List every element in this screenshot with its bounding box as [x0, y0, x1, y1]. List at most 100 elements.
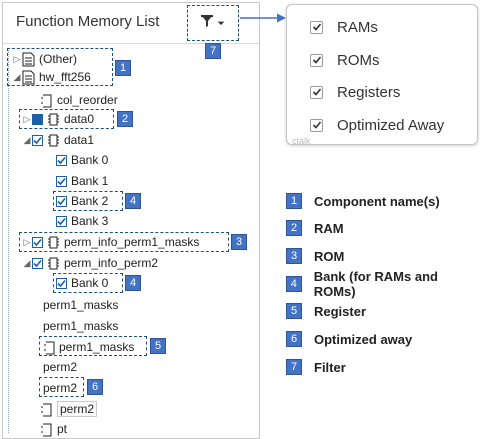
legend-text: ROM: [314, 248, 345, 264]
filter-option-label: Registers: [337, 83, 401, 101]
collapse-arrow-icon[interactable]: ◢: [13, 71, 21, 82]
checkbox[interactable]: [310, 118, 323, 132]
tree-label: perm1_masks: [43, 298, 119, 312]
tree-label: perm1_masks: [59, 340, 135, 354]
filter-button[interactable]: [187, 5, 239, 41]
chip-icon: [47, 256, 60, 271]
checkbox[interactable]: [310, 53, 323, 67]
badge-7: 7: [205, 43, 221, 59]
tree-row-pt[interactable]: pt: [40, 420, 67, 438]
tree-row-bank0[interactable]: Bank 0: [56, 151, 108, 169]
legend-badge: 1: [286, 193, 302, 209]
tree-row-perm2-b[interactable]: perm2: [43, 379, 77, 397]
checkbox[interactable]: [56, 215, 67, 227]
tree-row-bank3[interactable]: Bank 3: [56, 212, 108, 230]
checkbox[interactable]: [56, 277, 67, 289]
tree-label: col_reorder: [57, 93, 118, 107]
checkbox[interactable]: [32, 134, 43, 146]
tree-label: (Other): [39, 52, 78, 66]
filter-icon: [201, 14, 213, 32]
chip-icon: [47, 133, 60, 148]
badge-1: 1: [115, 60, 131, 76]
callout-box-2: [19, 109, 114, 129]
tree-row-other[interactable]: ▷ (Other): [12, 50, 77, 68]
callout-box-1: [7, 48, 113, 86]
tree-row-perm2-a[interactable]: perm2: [43, 358, 77, 376]
tree-label: perm2: [43, 381, 78, 395]
tree-label: data0: [64, 112, 95, 126]
collapse-arrow-icon[interactable]: ◢: [23, 257, 31, 268]
filter-option-roms[interactable]: ROMs: [310, 50, 380, 70]
tree-row-perm_info_perm1_masks[interactable]: ▷ perm_info_perm1_masks: [22, 233, 200, 251]
legend-badge: 5: [286, 303, 302, 319]
legend-item-5: 5 Register: [286, 302, 366, 320]
tree-row-perm1_masks-a[interactable]: perm1_masks: [43, 296, 118, 314]
tree-row-col_reorder[interactable]: col_reorder: [40, 91, 118, 109]
legend-item-4: 4 Bank (for RAMs and ROMs): [286, 269, 480, 299]
register-icon: [40, 93, 53, 108]
tree-row-perm1_masks-c[interactable]: perm1_masks: [43, 338, 134, 356]
checkbox[interactable]: [32, 257, 43, 269]
tree-row-perm_info_perm2[interactable]: ◢ perm_info_perm2: [22, 254, 159, 272]
tree-label: perm2: [43, 360, 78, 374]
filter-option-label: RAMs: [337, 18, 378, 36]
panel-header: Function Memory List: [3, 3, 259, 43]
badge-6: 6: [87, 379, 103, 395]
legend-item-1: 1 Component name(s): [286, 192, 440, 210]
collapse-arrow-icon[interactable]: ◢: [23, 134, 31, 145]
checkbox[interactable]: [310, 20, 323, 34]
tree-guide-line: [8, 48, 10, 433]
chip-icon: [47, 112, 60, 127]
callout-box-6: [39, 377, 84, 397]
legend-item-2: 2 RAM: [286, 219, 344, 237]
tree-label: pt: [57, 422, 68, 436]
tree-label: hw_fft256: [39, 70, 91, 84]
tree-row-data0[interactable]: ▷ data0: [22, 110, 95, 128]
legend-badge: 7: [286, 359, 302, 375]
filter-option-label: ROMs: [337, 51, 380, 69]
legend-item-7: 7 Filter: [286, 358, 346, 376]
tree-label: perm2: [57, 401, 98, 417]
checkbox[interactable]: [56, 154, 67, 166]
tree-label: data1: [64, 133, 95, 147]
checkbox[interactable]: [56, 195, 67, 207]
tree-row-perm2-c[interactable]: perm2: [40, 400, 98, 418]
badge-4: 4: [125, 275, 141, 291]
tree-row-hw_fft256[interactable]: ◢ hw_fft256: [12, 68, 91, 86]
tree-label: perm_info_perm1_masks: [64, 235, 200, 249]
tree-row-bank1[interactable]: Bank 1: [56, 172, 108, 190]
tree-row-perm2-bank0[interactable]: Bank 0: [56, 274, 108, 292]
partial-checkbox[interactable]: [32, 113, 43, 125]
legend-badge: 3: [286, 248, 302, 264]
legend-text: Bank (for RAMs and ROMs): [313, 269, 438, 299]
panel-title: Function Memory List: [16, 13, 160, 30]
legend-text: RAM: [314, 220, 344, 236]
underlying-text-fragment: ctalk: [292, 136, 311, 146]
document-icon: [22, 52, 35, 67]
checkbox[interactable]: [56, 175, 67, 187]
tree-row-perm1_masks-b[interactable]: perm1_masks: [43, 317, 118, 335]
checkbox[interactable]: [310, 85, 323, 99]
header-divider: [3, 43, 259, 44]
tree-row-bank2[interactable]: Bank 2: [56, 192, 108, 210]
legend-badge: 4: [286, 276, 302, 292]
expand-arrow-icon[interactable]: ▷: [13, 53, 21, 64]
tree-label: Bank 3: [71, 214, 109, 228]
badge-2: 2: [117, 111, 133, 127]
tree-label: perm_info_perm2: [64, 256, 159, 270]
tree-row-data1[interactable]: ◢ data1: [22, 131, 95, 149]
tree-label: perm1_masks: [43, 319, 119, 333]
expand-arrow-icon[interactable]: ▷: [23, 113, 31, 124]
tree-label: Bank 0: [71, 276, 109, 290]
filter-option-optimized-away[interactable]: Optimized Away: [310, 115, 444, 135]
legend-text: Register: [314, 303, 367, 319]
badge-3: 3: [231, 234, 247, 250]
filter-option-registers[interactable]: Registers: [310, 82, 400, 102]
legend-badge: 6: [286, 331, 302, 347]
filter-option-rams[interactable]: RAMs: [310, 17, 378, 37]
legend-text: Component name(s): [314, 193, 440, 209]
callout-box-3: [19, 232, 229, 252]
checkbox[interactable]: [32, 236, 43, 248]
legend-text: Optimized away: [314, 331, 413, 347]
expand-arrow-icon[interactable]: ▷: [23, 236, 31, 247]
